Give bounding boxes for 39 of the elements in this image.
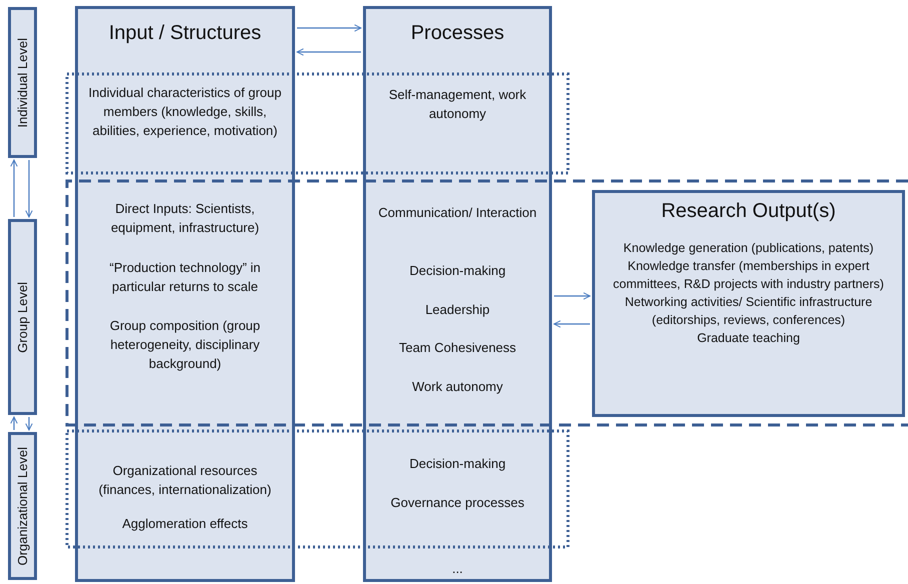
column-item: Communication/ Interaction xyxy=(378,204,537,222)
level-label: Individual Level xyxy=(16,38,29,128)
column-item: ... xyxy=(452,560,463,578)
column-item: Decision-making xyxy=(409,262,506,280)
level-box xyxy=(8,432,37,580)
column-item: Decision-making xyxy=(409,455,506,473)
column-item: Leadership xyxy=(425,301,490,319)
column-item: Team Cohesiveness xyxy=(398,339,516,357)
arrow xyxy=(25,417,33,430)
arrow xyxy=(296,48,361,56)
arrow xyxy=(10,416,18,430)
column-item: Work autonomy xyxy=(412,378,503,396)
column-heading: Processes xyxy=(410,21,504,45)
arrow xyxy=(297,24,362,32)
arrow xyxy=(554,320,590,328)
column-heading: Input / Structures xyxy=(108,21,262,45)
column-item: Self-management, work autonomy xyxy=(388,86,528,123)
column-item: Organizational resources (finances, internationalization) xyxy=(98,462,272,499)
output-item: Graduate teaching xyxy=(697,330,800,347)
column-item: “Production technology” in particular returns to scale xyxy=(108,259,262,296)
column-item: Governance processes xyxy=(390,494,524,512)
column-item: Direct Inputs: Scientists, equipment, infrastructure) xyxy=(110,200,260,237)
arrow xyxy=(10,160,18,217)
level-label: Group Level xyxy=(16,282,29,352)
column-item: Agglomeration effects xyxy=(122,515,248,533)
level-box xyxy=(8,7,37,158)
output-box xyxy=(592,190,905,417)
output-heading: Research Output(s) xyxy=(661,199,836,223)
level-label: Organizational Level xyxy=(16,446,29,566)
column-item: Individual characteristics of group members (knowledge, skills, abilities, experience, motivation) xyxy=(88,84,282,140)
output-item: Knowledge transfer (memberships in expert committees, R&D projects with industry partners) xyxy=(612,258,885,293)
output-item: Networking activities/ Scientific infrastructure (editorships, reviews, conferences) xyxy=(624,294,874,329)
level-box xyxy=(8,219,37,415)
arrow xyxy=(25,160,33,218)
column-box xyxy=(363,6,552,582)
arrow xyxy=(554,292,590,300)
column-item: Group composition (group heterogeneity, disciplinary background) xyxy=(108,317,262,373)
column-box xyxy=(75,6,295,582)
output-item: Knowledge generation (publications, patents) xyxy=(623,240,874,257)
